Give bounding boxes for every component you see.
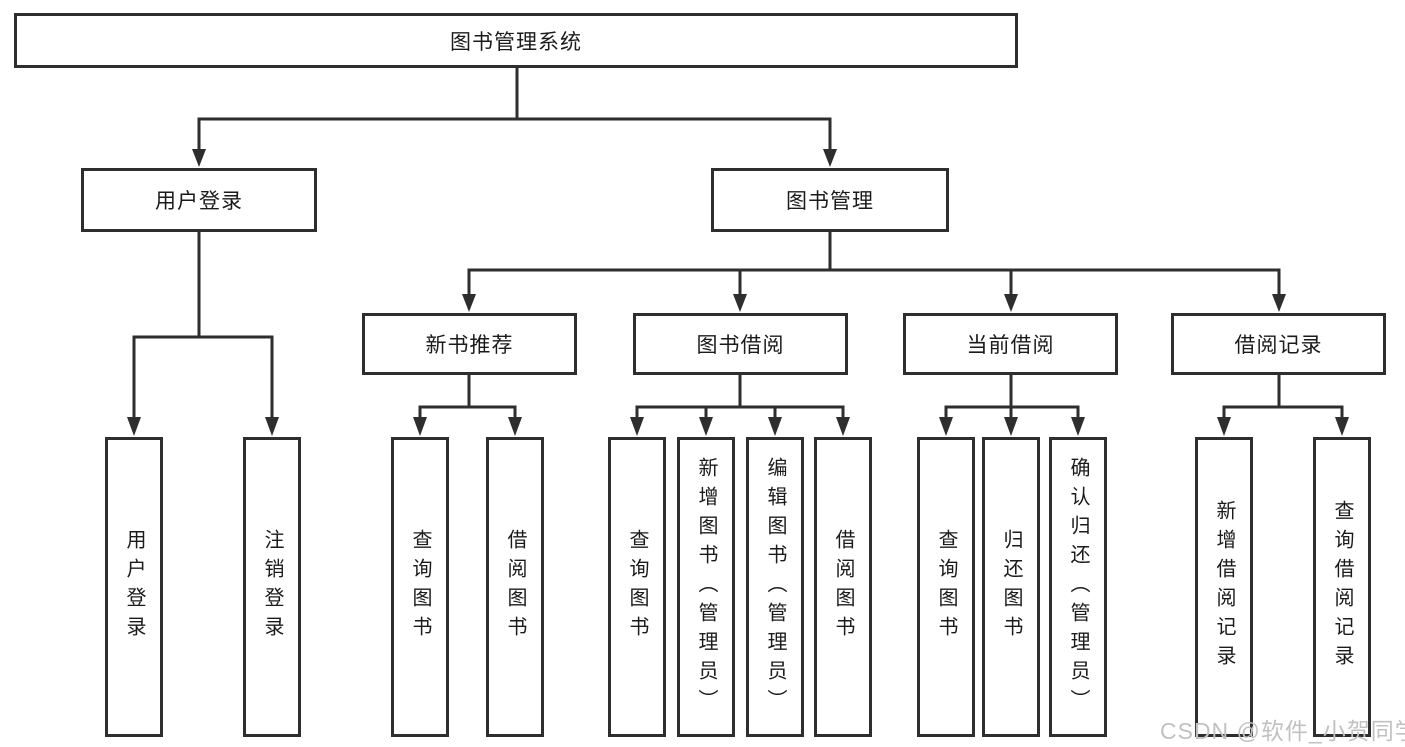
node-current-borrow-label: 当前借阅: [966, 334, 1055, 357]
node-user-login-label: 用户登录: [155, 190, 243, 213]
leaf-borrow-books-label: 借阅图书: [832, 529, 854, 645]
leaf-query-books-current-label: 查询图书: [935, 529, 957, 645]
leaf-user-login-label: 用户登录: [123, 529, 145, 645]
leaf-borrow-books-recommend-label: 借阅图书: [504, 529, 526, 645]
leaf-add-borrow-record: 新增借阅记录: [1195, 437, 1253, 737]
leaf-return-books-label: 归还图书: [1000, 529, 1022, 645]
node-book-borrow: 图书借阅: [633, 313, 848, 375]
node-current-borrow: 当前借阅: [903, 313, 1118, 375]
watermark: CSDN @软件_小贺同学: [1160, 718, 1405, 744]
leaf-logout-label: 注销登录: [261, 529, 283, 645]
node-root: 图书管理系统: [14, 13, 1018, 68]
node-book-borrow-label: 图书借阅: [696, 334, 785, 357]
leaf-logout: 注销登录: [243, 437, 301, 737]
leaf-confirm-return-admin-label: 确认归还（管理员）: [1067, 456, 1089, 718]
leaf-query-borrow-record-label: 查询借阅记录: [1331, 500, 1353, 674]
leaf-edit-books-admin-label: 编辑图书（管理员）: [764, 456, 786, 718]
leaf-query-books-borrow-label: 查询图书: [626, 529, 648, 645]
node-book-management-label: 图书管理: [786, 190, 874, 213]
leaf-query-borrow-record: 查询借阅记录: [1313, 437, 1371, 737]
leaf-borrow-books: 借阅图书: [814, 437, 872, 737]
leaf-query-books-current: 查询图书: [917, 437, 975, 737]
node-user-login: 用户登录: [81, 168, 317, 232]
leaf-query-books-recommend: 查询图书: [391, 437, 449, 737]
leaf-add-borrow-record-label: 新增借阅记录: [1213, 500, 1235, 674]
leaf-query-books-recommend-label: 查询图书: [409, 529, 431, 645]
node-borrow-records: 借阅记录: [1171, 313, 1386, 375]
leaf-return-books: 归还图书: [982, 437, 1040, 737]
node-root-label: 图书管理系统: [450, 30, 582, 54]
leaf-borrow-books-recommend: 借阅图书: [486, 437, 544, 737]
leaf-edit-books-admin: 编辑图书（管理员）: [746, 437, 804, 737]
node-book-management: 图书管理: [711, 168, 949, 232]
node-borrow-records-label: 借阅记录: [1234, 334, 1323, 357]
node-new-book-recommend: 新书推荐: [362, 313, 577, 375]
leaf-add-books-admin-label: 新增图书（管理员）: [695, 456, 717, 718]
node-new-book-recommend-label: 新书推荐: [425, 334, 514, 357]
leaf-user-login: 用户登录: [105, 437, 163, 737]
leaf-query-books-borrow: 查询图书: [608, 437, 666, 737]
leaf-confirm-return-admin: 确认归还（管理员）: [1049, 437, 1107, 737]
leaf-add-books-admin: 新增图书（管理员）: [677, 437, 735, 737]
